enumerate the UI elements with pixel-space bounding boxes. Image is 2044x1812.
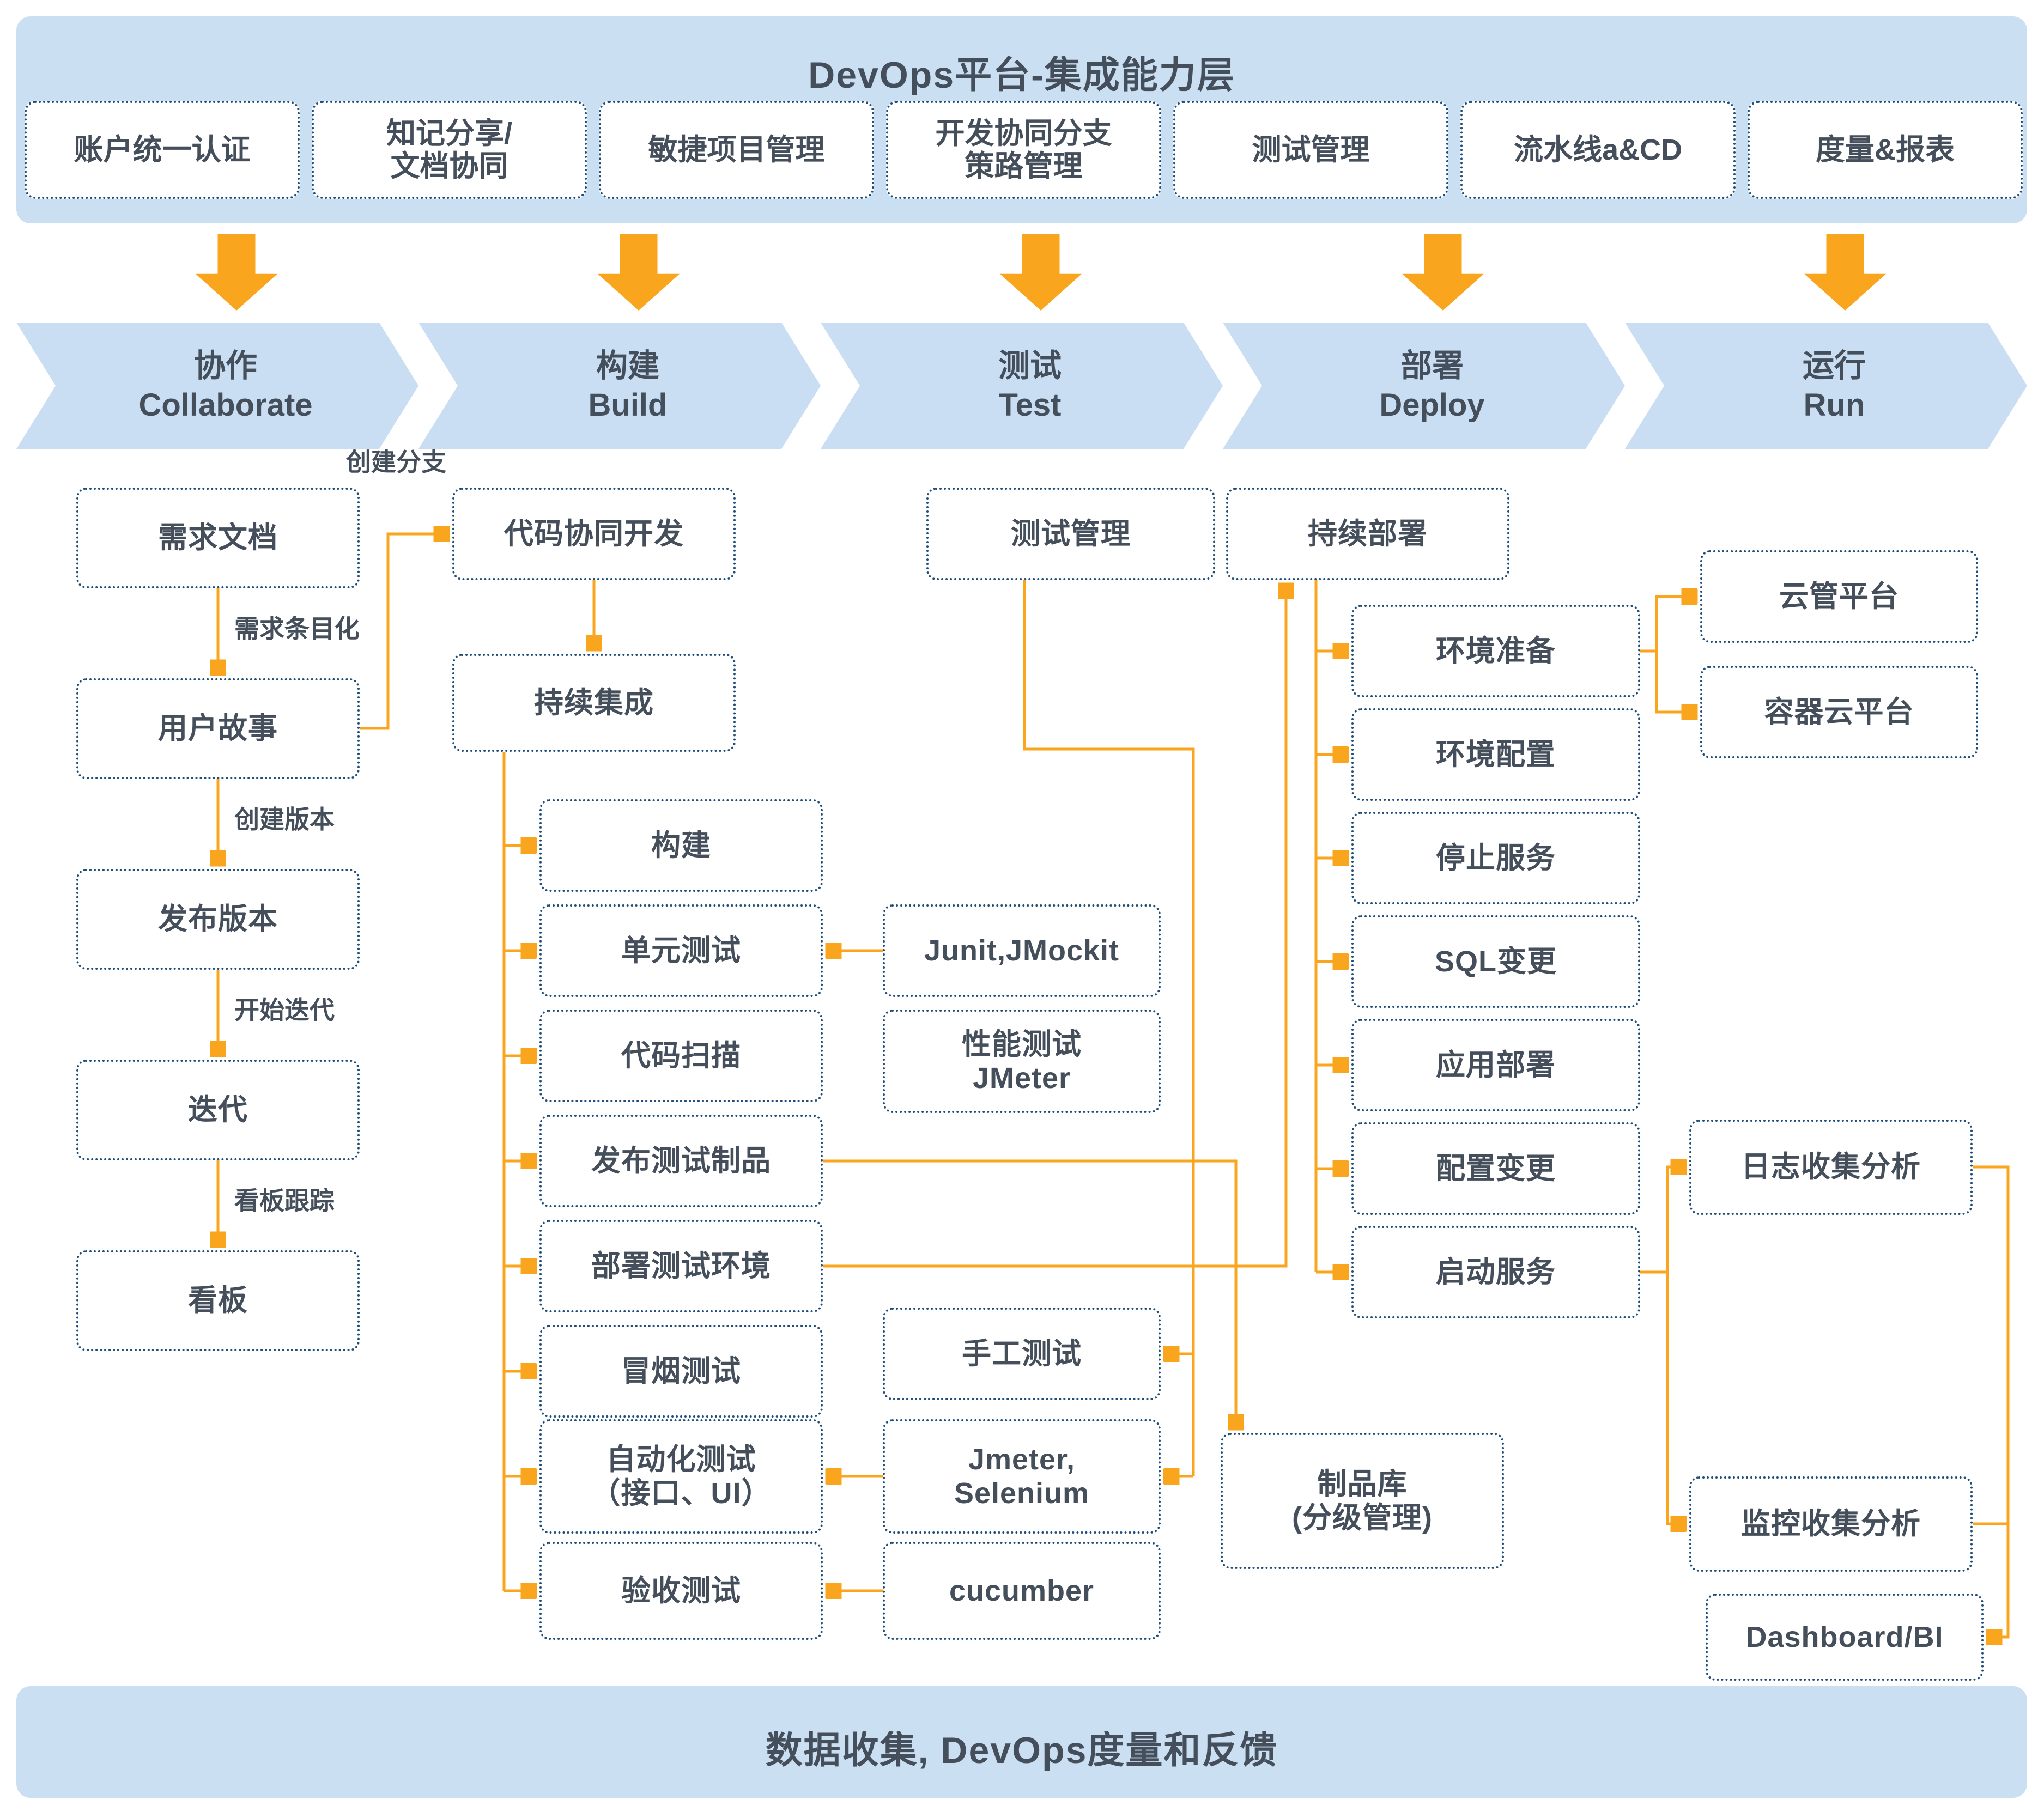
node-jmeter-selenium: Jmeter,Selenium [883, 1419, 1161, 1534]
edge-label-create-branch: 创建分支 [346, 448, 446, 476]
node-requirement-doc: 需求文档 [76, 488, 360, 588]
edge-startservice-monitoranalysis [1666, 1272, 1672, 1524]
edge-userstory-codecollab [360, 534, 435, 730]
page-title: DevOps平台-集成能力层 [808, 54, 1235, 96]
down-arrow-icon-collaborate [196, 234, 277, 311]
edge-label-create-version: 创建版本 [234, 805, 335, 834]
node-cloud-mgmt-platform: 云管平台 [1700, 550, 1978, 643]
cap-box-pipeline: 流水线a&CD [1460, 101, 1736, 199]
node-build: 构建 [539, 799, 823, 892]
node-env-config: 环境配置 [1351, 708, 1640, 801]
node-log-collection-analysis: 日志收集分析 [1689, 1120, 1973, 1215]
down-arrow-icon-build [598, 234, 680, 311]
node-sql-change: SQL变更 [1351, 915, 1640, 1008]
down-arrow-icon-test [1000, 234, 1082, 311]
node-automated-test: 自动化测试（接口、UI） [539, 1419, 823, 1534]
node-iteration: 迭代 [76, 1060, 360, 1160]
edge-startservice-loganalysis [1640, 1167, 1672, 1274]
node-release-version: 发布版本 [76, 869, 360, 970]
node-junit-jmockit: Junit,JMockit [883, 904, 1161, 997]
node-unit-test: 单元测试 [539, 904, 823, 997]
down-arrow-icon-run [1804, 234, 1886, 311]
node-deploy-test-env: 部署测试环境 [539, 1220, 823, 1312]
cap-box-branch-policy: 开发协同分支策路管理 [886, 101, 1161, 199]
node-code-collab-dev: 代码协同开发 [452, 488, 736, 580]
node-code-scan: 代码扫描 [539, 1010, 823, 1102]
node-smoke-test: 冒烟测试 [539, 1325, 823, 1418]
node-continuous-integration: 持续集成 [452, 654, 736, 752]
node-cucumber: cucumber [883, 1542, 1161, 1640]
node-config-change: 配置变更 [1351, 1122, 1640, 1215]
node-kanban: 看板 [76, 1250, 360, 1351]
node-manual-test: 手工测试 [883, 1308, 1161, 1400]
edge-label-start-iteration: 开始迭代 [234, 996, 335, 1024]
edge-envprep-containercloud [1655, 651, 1683, 712]
footer-title: 数据收集, DevOps度量和反馈 [765, 1730, 1278, 1771]
edge-label-kanban-track: 看板跟踪 [234, 1187, 335, 1215]
cap-box-knowledge-share: 知记分享/文档协同 [312, 101, 587, 199]
down-arrow-icon-deploy [1402, 234, 1484, 311]
node-user-story: 用户故事 [76, 678, 360, 779]
node-start-service: 启动服务 [1351, 1226, 1640, 1318]
cap-box-metrics-report: 度量&报表 [1748, 101, 2023, 199]
edge-envprep-cloudmgmt [1640, 597, 1683, 653]
node-container-cloud-platform: 容器云平台 [1700, 666, 1978, 758]
cap-box-account-auth: 账户统一认证 [25, 101, 300, 199]
node-stop-service: 停止服务 [1351, 812, 1640, 904]
node-monitor-collection-analysis: 监控收集分析 [1689, 1476, 1973, 1572]
node-publish-test-artifact: 发布测试制品 [539, 1115, 823, 1207]
edge-loganalysis-join [1973, 1165, 2010, 1637]
node-env-prep: 环境准备 [1351, 605, 1640, 697]
node-artifact-repo: 制品库(分级管理) [1221, 1433, 1504, 1569]
bottom-banner: 数据收集, DevOps度量和反馈 [16, 1686, 2027, 1798]
node-test-mgmt: 测试管理 [926, 488, 1215, 580]
node-continuous-deployment: 持续部署 [1226, 488, 1509, 580]
edge-label-req-itemize: 需求条目化 [234, 615, 360, 643]
cap-box-agile-pm: 敏捷项目管理 [599, 101, 874, 199]
node-acceptance-test: 验收测试 [539, 1542, 823, 1640]
node-dashboard-bi: Dashboard/BI [1706, 1594, 1984, 1681]
cap-box-test-mgmt: 测试管理 [1173, 101, 1448, 199]
node-app-deploy: 应用部署 [1351, 1019, 1640, 1111]
